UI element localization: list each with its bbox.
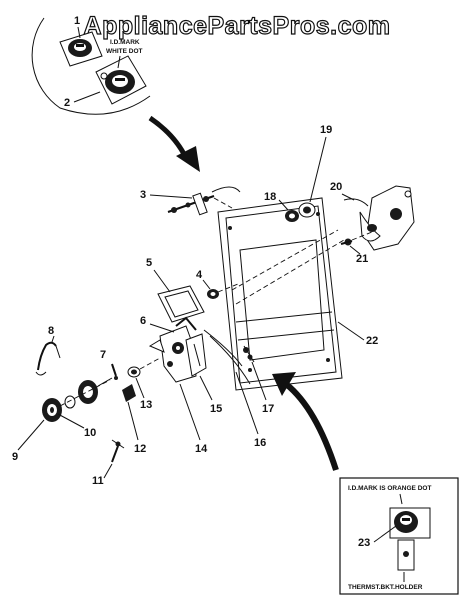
part-number-23: 23 [358,537,370,549]
part-8-spring [35,341,61,376]
thermostat-holder-label: THERMST.BKT.HOLDER [348,584,423,591]
part-9-knob [42,398,62,422]
part-number-4: 4 [196,269,203,281]
part-number-18: 18 [264,191,276,203]
part-13-collar [127,357,161,378]
arrow-top [148,115,200,172]
orange-dot-label: I.D.MARK IS ORANGE DOT [348,485,431,492]
part-22-panel [217,197,345,391]
arrow-bottom [272,372,339,471]
part-6-clip [175,316,197,331]
part-number-2: 2 [64,97,70,109]
part-21-screw [340,231,373,246]
part-number-5: 5 [146,257,152,269]
part-11-pin [111,439,125,463]
id-mark-label: I.D.MARK [110,39,140,46]
part-number-13: 13 [140,399,152,411]
part-15-mount [185,333,207,377]
part-19-bushing [298,202,316,218]
detail-circle-thermostat-knob: I.D.MARK WHITE DOT [31,17,151,115]
part-number-1: 1 [74,15,80,27]
watermark: AppliancePartsPros.com [83,11,391,40]
part-1-knob [59,31,103,67]
part-number-12: 12 [134,443,146,455]
part-number-10: 10 [84,427,96,439]
part-2-knob [95,55,147,105]
part-number-8: 8 [48,325,54,337]
part-number-16: 16 [254,437,266,449]
part-number-19: 19 [320,124,332,136]
part-3-shaft-assembly [167,186,241,216]
part-17-screw [243,345,255,363]
part-number-20: 20 [330,181,342,193]
part-18-nut [285,210,299,222]
part-number-7: 7 [100,349,106,361]
part-number-21: 21 [356,253,368,265]
part-number-6: 6 [140,315,146,327]
part-12-clip [122,384,136,402]
part-number-15: 15 [210,403,222,415]
part-number-9: 9 [12,451,18,463]
part-20-bracket [343,185,415,251]
part-10-gear [59,377,113,409]
part-5-gasket [157,285,205,323]
detail-box-thermostat: I.D.MARK IS ORANGE DOT THERMST.BKT.HOLDE… [339,477,459,595]
part-23-thermostat [389,507,431,571]
part-number-22: 22 [366,335,378,347]
part-number-17: 17 [262,403,274,415]
part-7-pin [111,363,118,380]
part-4-washer [207,283,239,299]
part-number-14: 14 [195,443,208,455]
part-number-3: 3 [140,189,146,201]
part-number-11: 11 [92,475,104,487]
white-dot-label: WHITE DOT [106,48,142,55]
